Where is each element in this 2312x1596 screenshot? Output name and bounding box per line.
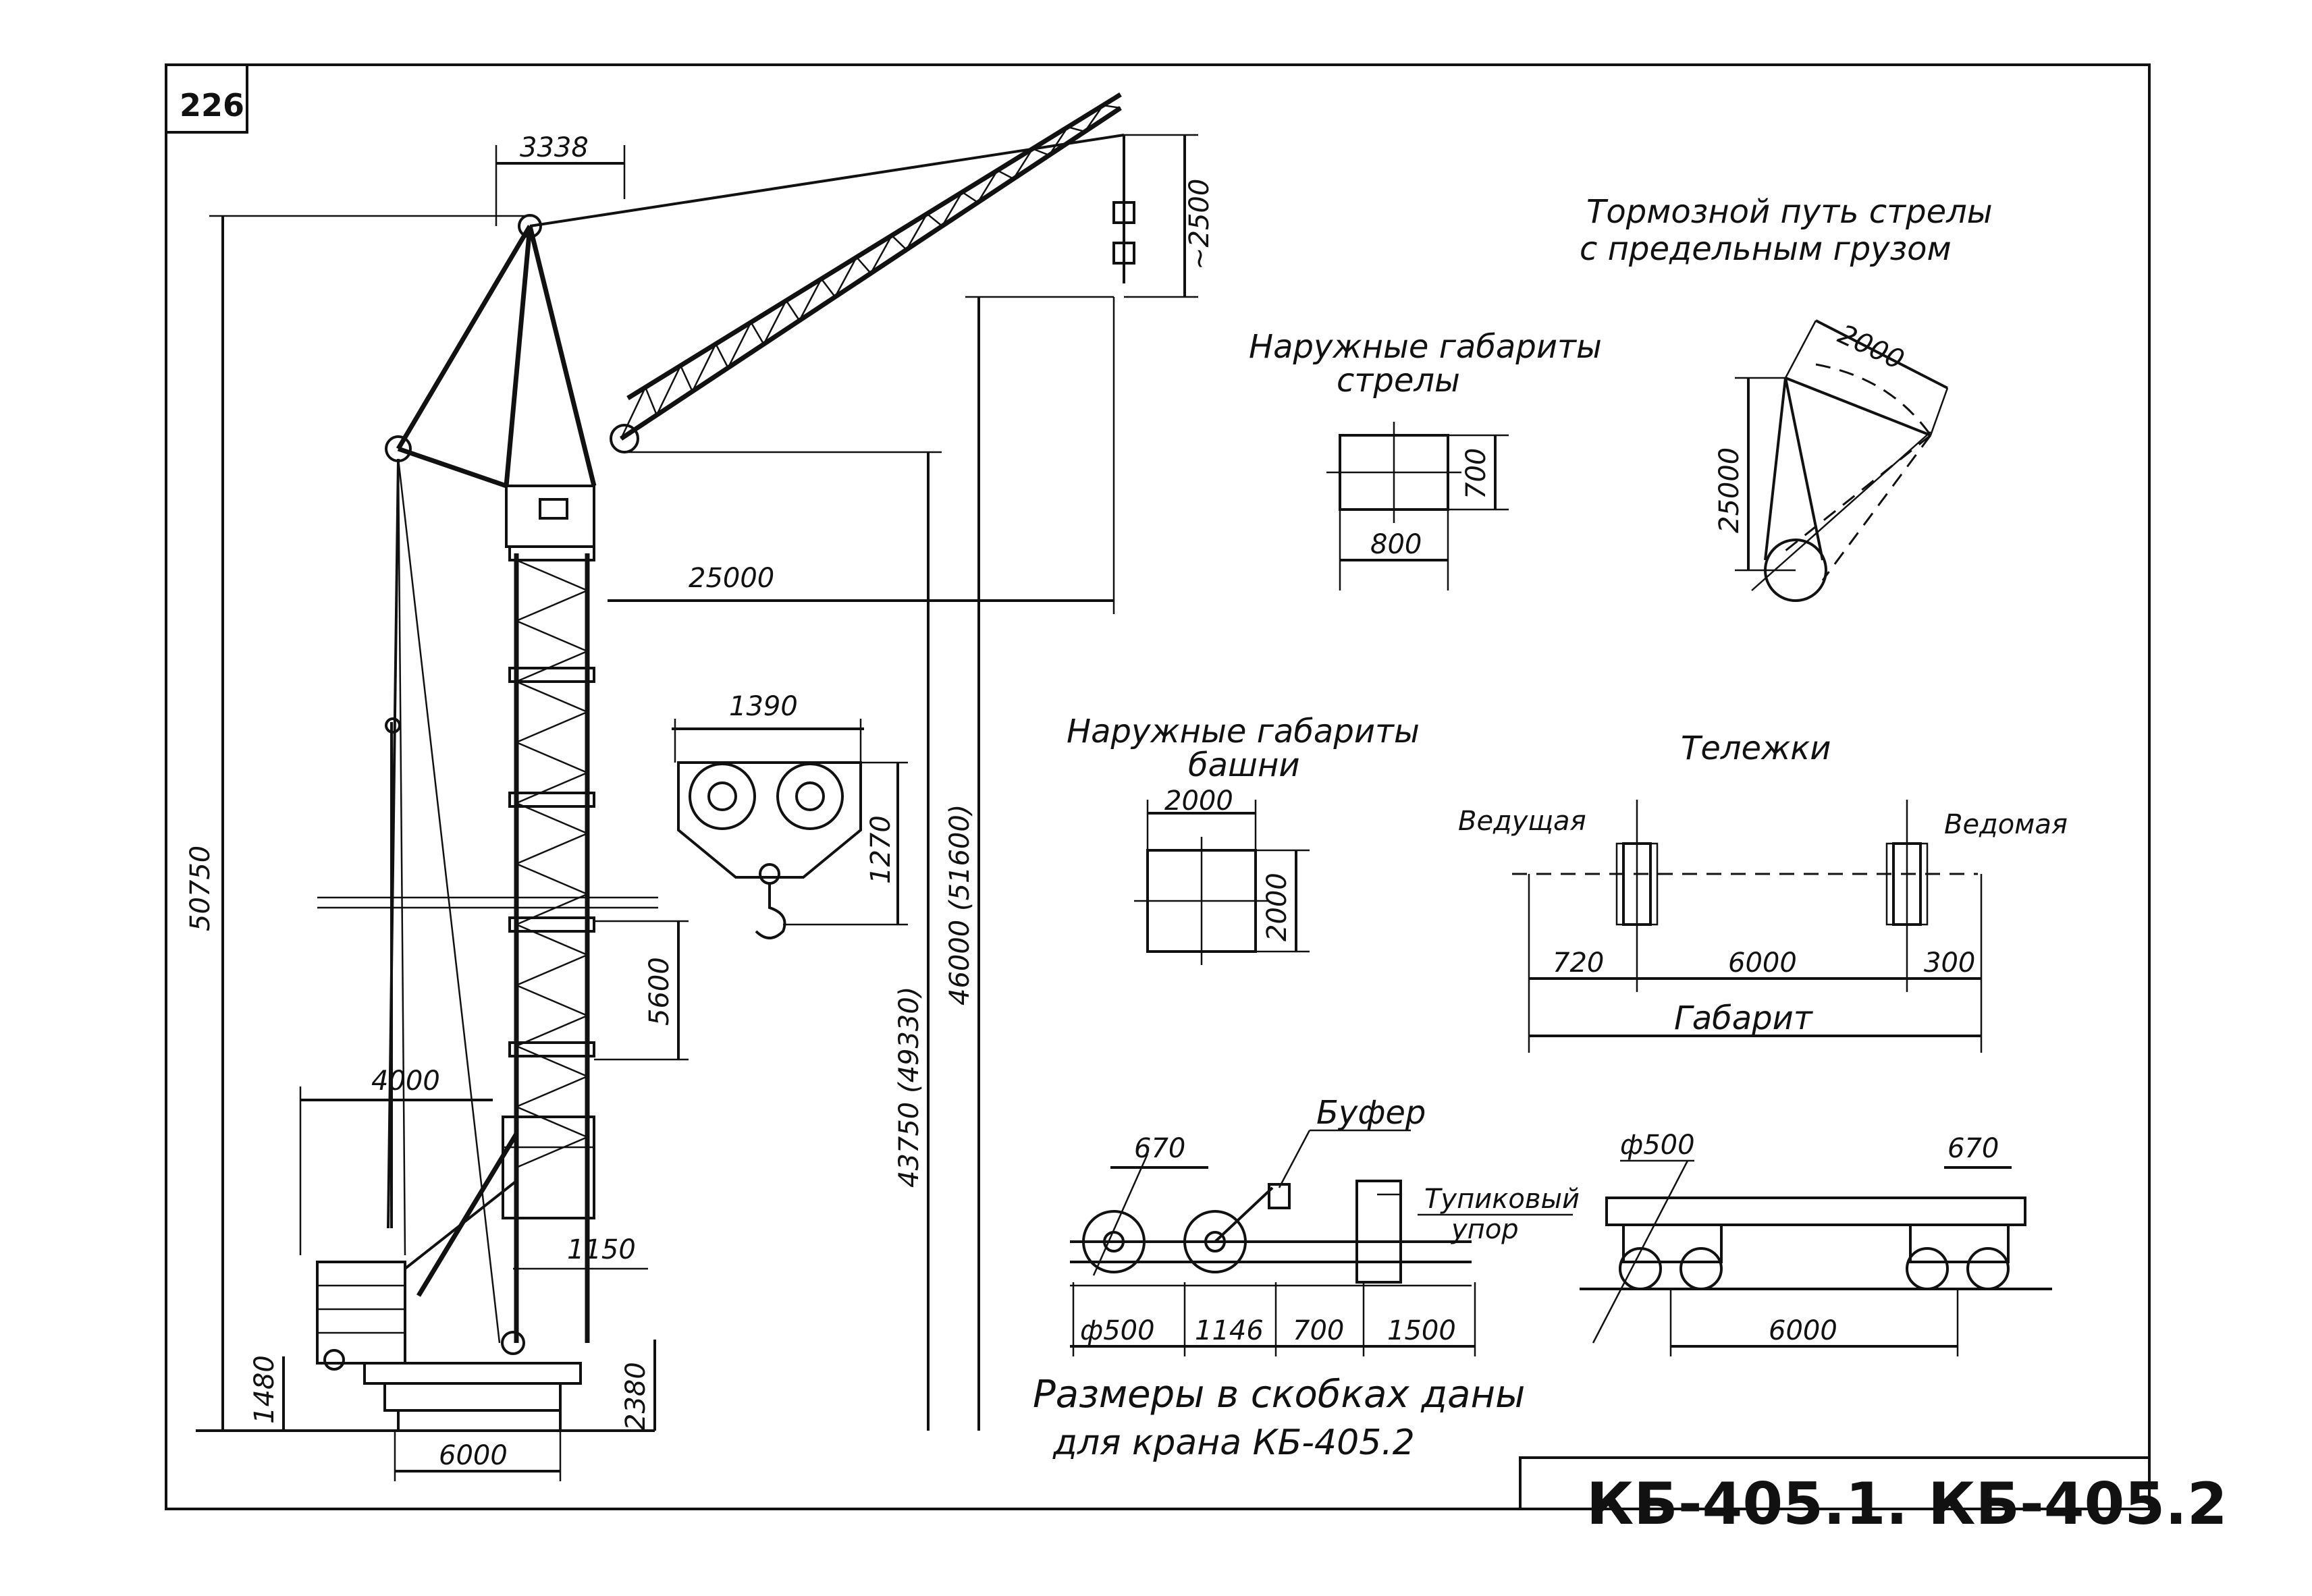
page-number: 226: [180, 87, 244, 123]
boom-outline-title2: стрелы: [1337, 362, 1460, 400]
bracket-note-line2: для крана КБ-405.2: [1052, 1423, 1415, 1463]
title-block-text: КБ-405.1. КБ-405.2: [1586, 1470, 2228, 1538]
dim-25000-reach: 25000: [689, 563, 774, 594]
dim-50750: 50750: [185, 846, 216, 931]
dim-brake-25000: 25000: [1714, 447, 1745, 533]
dim-5600: 5600: [644, 957, 675, 1026]
dim-46000: 46000 (51600): [944, 804, 975, 1006]
dim-boom-700: 700: [1461, 448, 1492, 499]
bracket-note-line1: Размеры в скобках даны: [1033, 1373, 1525, 1416]
dim-1480: 1480: [249, 1355, 280, 1424]
sheet-frame: [165, 63, 2151, 1510]
dim-2380: 2380: [620, 1362, 651, 1431]
dim-boom-800: 800: [1370, 529, 1422, 560]
dim-axle-670: 670: [1947, 1133, 1999, 1164]
boom-braking-section: Тормозной путь стрелы с предельным грузо…: [1580, 193, 1993, 602]
buffer-section: Буфер Тупиковый упор 670 ф500 1146 700 1…: [1070, 1094, 1580, 1356]
bogies-title: Тележки: [1681, 730, 1831, 767]
driven-label: Ведомая: [1944, 809, 2068, 840]
dim-43750: 43750 (49330): [894, 987, 925, 1188]
crane-elevation: [196, 92, 1135, 1432]
dim-1390: 1390: [729, 691, 798, 722]
dim-bogie-720: 720: [1553, 947, 1604, 979]
dim-brake-2000: 2000: [1833, 319, 1909, 376]
dim-2500: ~2500: [1184, 179, 1215, 270]
dim-4000: 4000: [371, 1066, 440, 1097]
dim-axle-d500: ф500: [1620, 1130, 1695, 1161]
dim-6000-base: 6000: [439, 1440, 508, 1471]
braking-title2: с предельным грузом: [1580, 230, 1952, 268]
dim-buf-1500: 1500: [1387, 1315, 1456, 1346]
stop-label2: упор: [1451, 1214, 1519, 1245]
dim-buf-670: 670: [1134, 1133, 1185, 1164]
crane-dimensions: 3338 ~2500 25000 50750 43750 (49330) 460…: [185, 132, 1215, 1481]
dim-bogie-6000: 6000: [1728, 947, 1797, 979]
dim-buf-d500: ф500: [1080, 1315, 1155, 1346]
dim-buf-700: 700: [1293, 1315, 1344, 1346]
boom-outline-section: Наружные габариты стрелы 700 800: [1249, 328, 1602, 590]
dim-buf-1146: 1146: [1195, 1315, 1264, 1346]
dim-bogie-300: 300: [1924, 947, 1975, 979]
gauge-label: Габарит: [1674, 999, 1814, 1037]
stop-label1: Тупиковый: [1424, 1184, 1580, 1215]
tower-outline-title2: башни: [1188, 746, 1300, 784]
braking-title1: Тормозной путь стрелы: [1586, 193, 1993, 231]
dim-1270: 1270: [865, 815, 896, 884]
tower-outline-title1: Наружные габариты: [1067, 713, 1420, 750]
dim-tower-2000-w: 2000: [1164, 786, 1233, 817]
dim-1150: 1150: [567, 1234, 636, 1265]
dim-3338: 3338: [520, 132, 589, 163]
hook-block: 1390 1270: [672, 691, 908, 939]
page-number-box: [165, 63, 248, 134]
dim-axle-6000: 6000: [1769, 1315, 1837, 1346]
buffer-label: Буфер: [1316, 1094, 1426, 1132]
tower-outline-section: Наружные габариты башни 2000 2000: [1067, 713, 1420, 965]
dim-tower-2000-h: 2000: [1262, 873, 1293, 941]
driving-label: Ведущая: [1458, 806, 1586, 837]
bogies-section: Тележки Ведущая Ведомая 720 6000 300 Габ…: [1458, 730, 2068, 1053]
boom-outline-title1: Наружные габариты: [1249, 328, 1602, 366]
axle-section: ф500 670 6000: [1580, 1130, 2052, 1356]
